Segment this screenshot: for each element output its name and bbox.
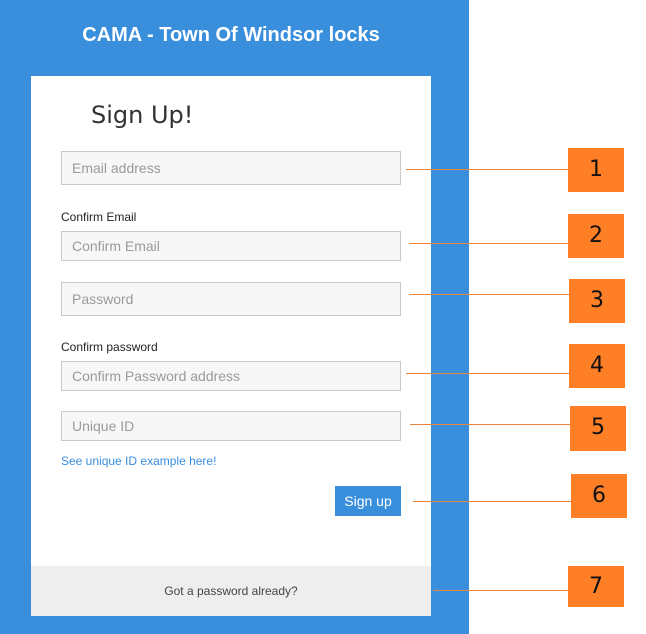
callout-line-4 <box>406 373 569 374</box>
email-field[interactable] <box>61 151 401 185</box>
signup-button[interactable]: Sign up <box>335 486 401 516</box>
callout-line-3 <box>409 294 569 295</box>
marker-5: 5 <box>570 406 626 451</box>
callout-line-6 <box>413 501 571 502</box>
confirm-password-label: Confirm password <box>61 340 158 354</box>
marker-6: 6 <box>571 474 627 518</box>
confirm-email-field[interactable] <box>61 231 401 261</box>
marker-4: 4 <box>569 344 625 388</box>
signup-card: Sign Up! Confirm Email Confirm password … <box>31 76 431 616</box>
unique-id-field[interactable] <box>61 411 401 441</box>
callout-line-7 <box>433 590 568 591</box>
confirm-password-field[interactable] <box>61 361 401 391</box>
marker-3: 3 <box>569 279 625 323</box>
callout-line-2 <box>409 243 568 244</box>
confirm-email-label: Confirm Email <box>61 210 137 224</box>
card-title: Sign Up! <box>91 101 194 129</box>
app-title: CAMA - Town Of Windsor locks <box>82 24 380 46</box>
marker-2: 2 <box>568 214 624 258</box>
marker-1: 1 <box>568 148 624 192</box>
password-field[interactable] <box>61 282 401 316</box>
callout-line-5 <box>410 424 570 425</box>
have-password-link[interactable]: Got a password already? <box>31 566 431 616</box>
unique-id-example-link[interactable]: See unique ID example here! <box>61 454 217 468</box>
marker-7: 7 <box>568 566 624 607</box>
callout-line-1 <box>406 169 568 170</box>
